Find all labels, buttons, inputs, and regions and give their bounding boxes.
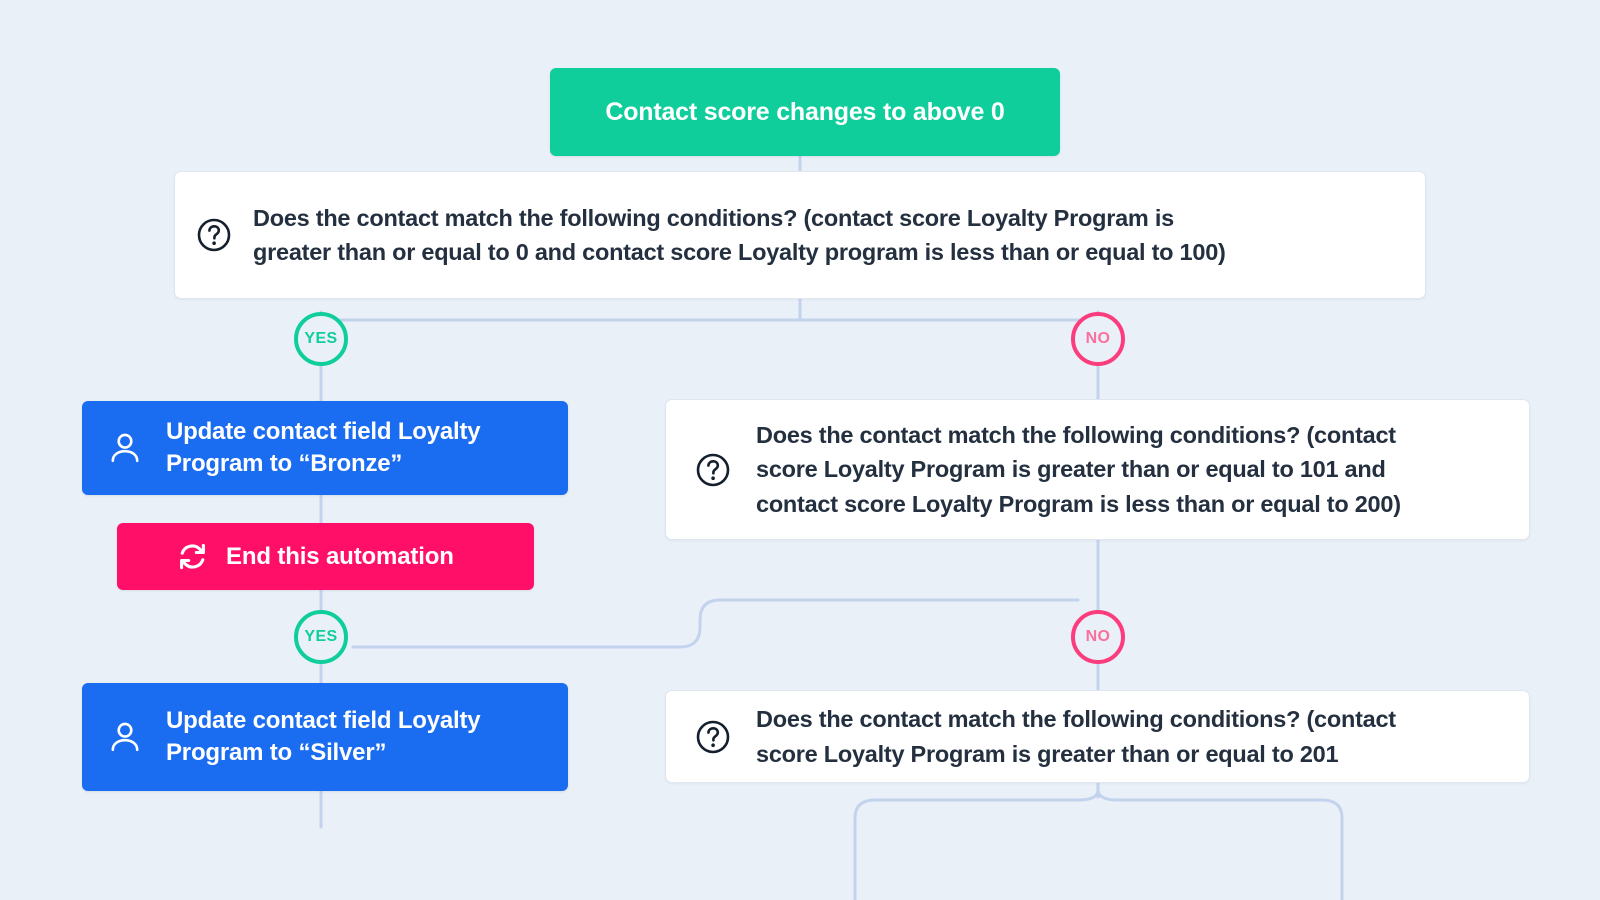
branch-badge-yes-2[interactable]: YES	[294, 610, 348, 664]
question-mark-icon	[197, 218, 231, 252]
action-silver-label: Update contact field Loyalty Program to …	[166, 705, 481, 768]
end-automation-label: End this automation	[226, 542, 454, 570]
action-bronze-line-2: Program to “Bronze”	[166, 450, 403, 477]
branch-badge-no-1[interactable]: NO	[1071, 312, 1125, 366]
trigger-label: Contact score changes to above 0	[605, 97, 1005, 126]
condition-2-label: Does the contact match the following con…	[756, 418, 1401, 520]
action-node-update-silver[interactable]: Update contact field Loyalty Program to …	[82, 683, 568, 791]
trigger-node-contact-score[interactable]: Contact score changes to above 0	[550, 68, 1060, 156]
condition-3-label: Does the contact match the following con…	[756, 702, 1396, 770]
branch-badge-yes-1-label: YES	[304, 330, 338, 347]
end-automation-node[interactable]: End this automation	[117, 523, 534, 590]
condition-2-line-2: score Loyalty Program is greater than or…	[756, 456, 1386, 483]
branch-badge-no-1-label: NO	[1085, 330, 1111, 347]
question-mark-icon	[696, 720, 730, 753]
wire-condition2-yes-elbow	[351, 598, 1080, 649]
condition-3-line-2: score Loyalty Program is greater than or…	[756, 740, 1339, 767]
action-silver-line-2: Program to “Silver”	[166, 739, 387, 766]
condition-node-1[interactable]: Does the contact match the following con…	[174, 171, 1426, 299]
branch-badge-no-2-label: NO	[1085, 628, 1111, 645]
branch-badge-no-2[interactable]: NO	[1071, 610, 1125, 664]
wire-condition3-split-bracket	[853, 788, 1344, 900]
condition-1-label: Does the contact match the following con…	[253, 201, 1226, 269]
branch-badge-yes-2-label: YES	[304, 628, 338, 645]
condition-2-line-3: contact score Loyalty Program is less th…	[756, 490, 1401, 517]
condition-2-line-1: Does the contact match the following con…	[756, 422, 1396, 449]
person-icon	[111, 722, 139, 752]
branch-badge-yes-1[interactable]: YES	[294, 312, 348, 366]
action-silver-line-1: Update contact field Loyalty	[166, 707, 481, 735]
condition-node-2[interactable]: Does the contact match the following con…	[665, 399, 1530, 540]
action-bronze-label: Update contact field Loyalty Program to …	[166, 416, 481, 479]
condition-3-line-1: Does the contact match the following con…	[756, 706, 1396, 733]
question-mark-icon	[696, 453, 730, 486]
condition-node-3[interactable]: Does the contact match the following con…	[665, 690, 1530, 783]
condition-1-line-2: greater than or equal to 0 and contact s…	[253, 239, 1226, 265]
sync-icon	[180, 543, 205, 570]
action-bronze-line-1: Update contact field Loyalty	[166, 418, 481, 446]
condition-1-line-1: Does the contact match the following con…	[253, 204, 1174, 231]
person-icon	[111, 433, 139, 463]
action-node-update-bronze[interactable]: Update contact field Loyalty Program to …	[82, 401, 568, 495]
